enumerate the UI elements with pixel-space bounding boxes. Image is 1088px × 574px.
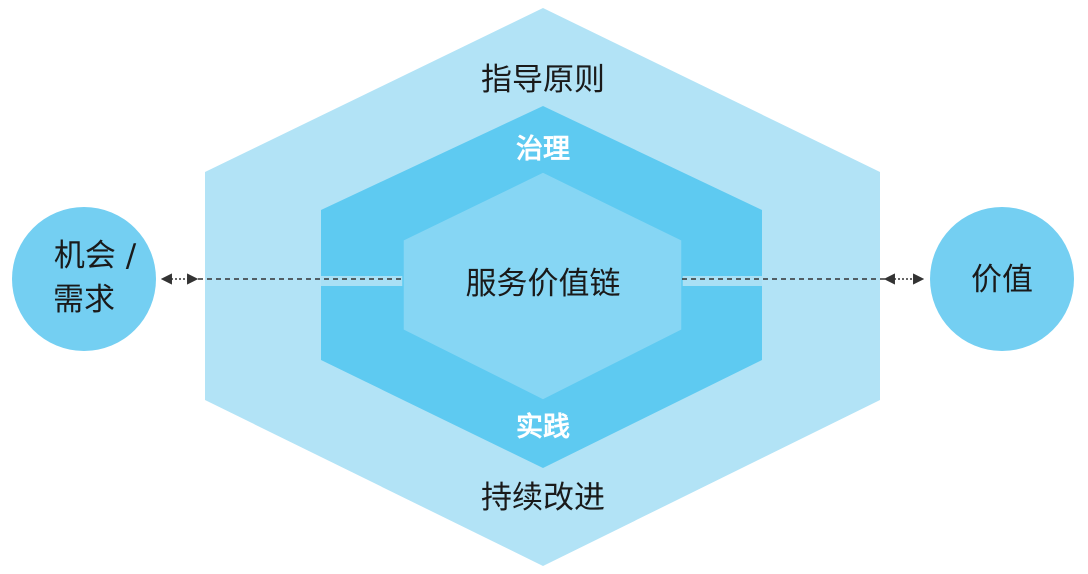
middle-ring-top-label: 治理 [516,134,570,165]
input-node-label-line1: 机会 / [54,238,137,274]
outer-ring-top-label: 指导原则 [481,62,605,98]
input-node-label-line2: 需求 [53,282,115,318]
middle-ring-bottom-label: 实践 [516,411,570,443]
core-label: 服务价值链 [466,266,621,302]
output-node-circle [930,207,1074,351]
outer-ring-bottom-label: 持续改进 [481,480,605,516]
input-node-circle [12,207,156,351]
inner-hexagon [402,171,683,401]
output-node-label: 价值 [971,262,1033,298]
